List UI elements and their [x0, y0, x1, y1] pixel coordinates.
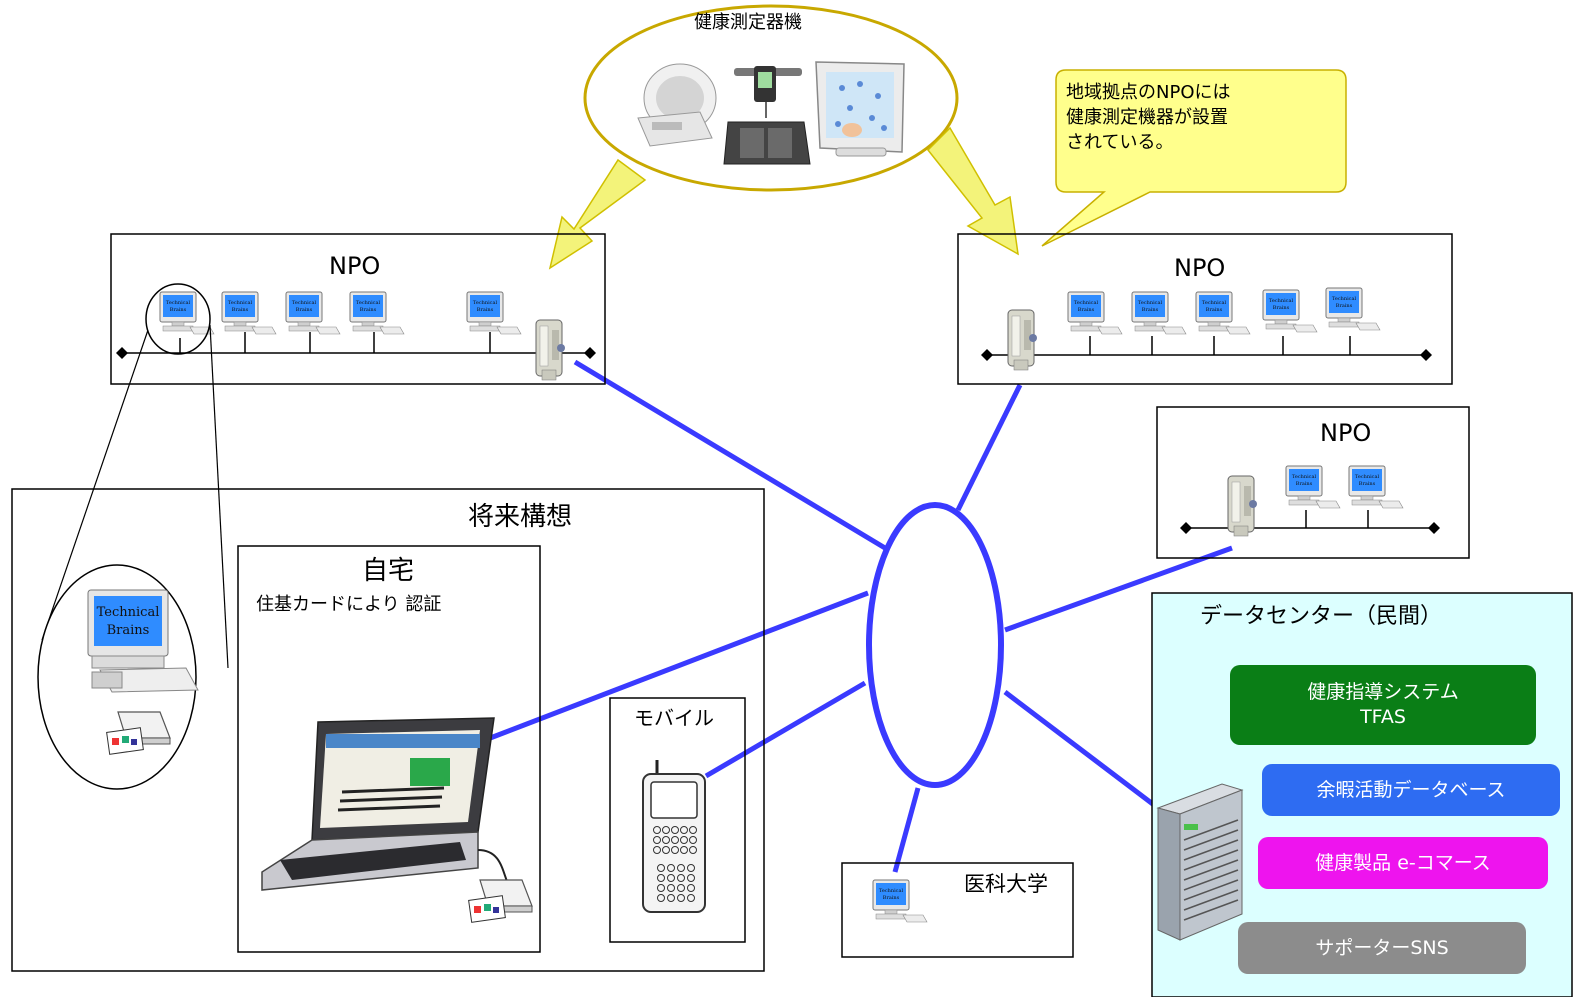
university-pc-icon: [872, 879, 928, 923]
laptop-icon: [261, 717, 521, 901]
home-card-reader-icon: [468, 879, 533, 923]
touch-panel-icon: [815, 61, 905, 157]
npo-left-box: [110, 233, 606, 385]
service-tfas-line2: TFAS: [1360, 706, 1406, 728]
server-tower-icon: [1156, 783, 1244, 941]
callout-text: 地域拠点のNPOには 健康測定機器が設置 されている。: [1066, 80, 1231, 155]
npo-small-router-icon: [1227, 475, 1258, 537]
service-leisure-db-label: 余暇活動データベース: [1316, 778, 1506, 801]
svg-text:Brains: Brains: [107, 623, 150, 638]
arrow-to-npo-left: [548, 158, 647, 270]
future-box: [11, 488, 765, 972]
mobile-phone-icon: [642, 760, 706, 913]
network-hub: [866, 502, 1004, 788]
npo-right-box: [957, 233, 1453, 385]
service-sns-label: サポーターSNS: [1315, 936, 1449, 959]
npo-right-pc-5: [1325, 287, 1381, 331]
health-devices-label: 健康測定器機: [694, 12, 802, 33]
service-tfas: 健康指導システム TFAS: [1230, 665, 1536, 745]
university-title: 医科大学: [964, 872, 1048, 896]
future-title: 将来構想: [468, 502, 573, 532]
service-ecommerce: 健康製品 e-コマース: [1258, 837, 1548, 889]
npo-right-pc-4: [1262, 289, 1318, 333]
npo-right-pc-3: [1195, 291, 1251, 335]
npo-small-title: NPO: [1320, 419, 1372, 447]
npo-small-box: [1156, 406, 1470, 559]
arrow-to-npo-right: [926, 126, 1019, 256]
home-box: [237, 545, 541, 953]
mobile-title: モバイル: [634, 706, 714, 730]
npo-left-pc-5: [466, 291, 522, 335]
svg-text:Technical: Technical: [97, 605, 160, 620]
npo-left-pc-3: [285, 291, 341, 335]
network-links: [471, 359, 1233, 873]
npo-left-pc-4: [349, 291, 405, 335]
npo-right-pc-2: [1131, 291, 1187, 335]
service-leisure-db: 余暇活動データベース: [1262, 764, 1560, 816]
npo-left-pc-2: [221, 291, 277, 335]
zoom-circle-small: [145, 283, 211, 355]
home-title: 自宅: [362, 556, 415, 586]
datacenter-title: データセンター（民間）: [1200, 604, 1443, 629]
university-box: [841, 862, 1074, 958]
npo-right-title: NPO: [1174, 254, 1226, 282]
service-ecommerce-label: 健康製品 e-コマース: [1315, 851, 1491, 874]
npo-left-pc-1: [159, 291, 215, 335]
blood-pressure-monitor-icon: [637, 63, 717, 147]
npo-small-pc-1: [1285, 465, 1341, 509]
npo-right-pc-1: [1067, 291, 1123, 335]
callout-bubble: [1041, 69, 1347, 247]
npo-left-title: NPO: [329, 252, 381, 280]
callout-line-1: 地域拠点のNPOには: [1066, 82, 1231, 103]
zoom-pc-icon: Technical Brains: [87, 589, 199, 693]
npo-small-pc-2: [1348, 465, 1404, 509]
npo-right-router-icon: [1007, 309, 1038, 371]
npo-left-router-icon: [535, 319, 566, 381]
home-subtitle: 住基カードにより 認証: [256, 594, 442, 615]
body-scale-icon: [723, 66, 811, 165]
callout-line-3: されている。: [1066, 132, 1174, 153]
service-sns: サポーターSNS: [1238, 922, 1526, 974]
mobile-box: [609, 697, 746, 943]
service-tfas-line1: 健康指導システム: [1307, 681, 1459, 704]
callout-line-2: 健康測定機器が設置: [1066, 107, 1228, 128]
